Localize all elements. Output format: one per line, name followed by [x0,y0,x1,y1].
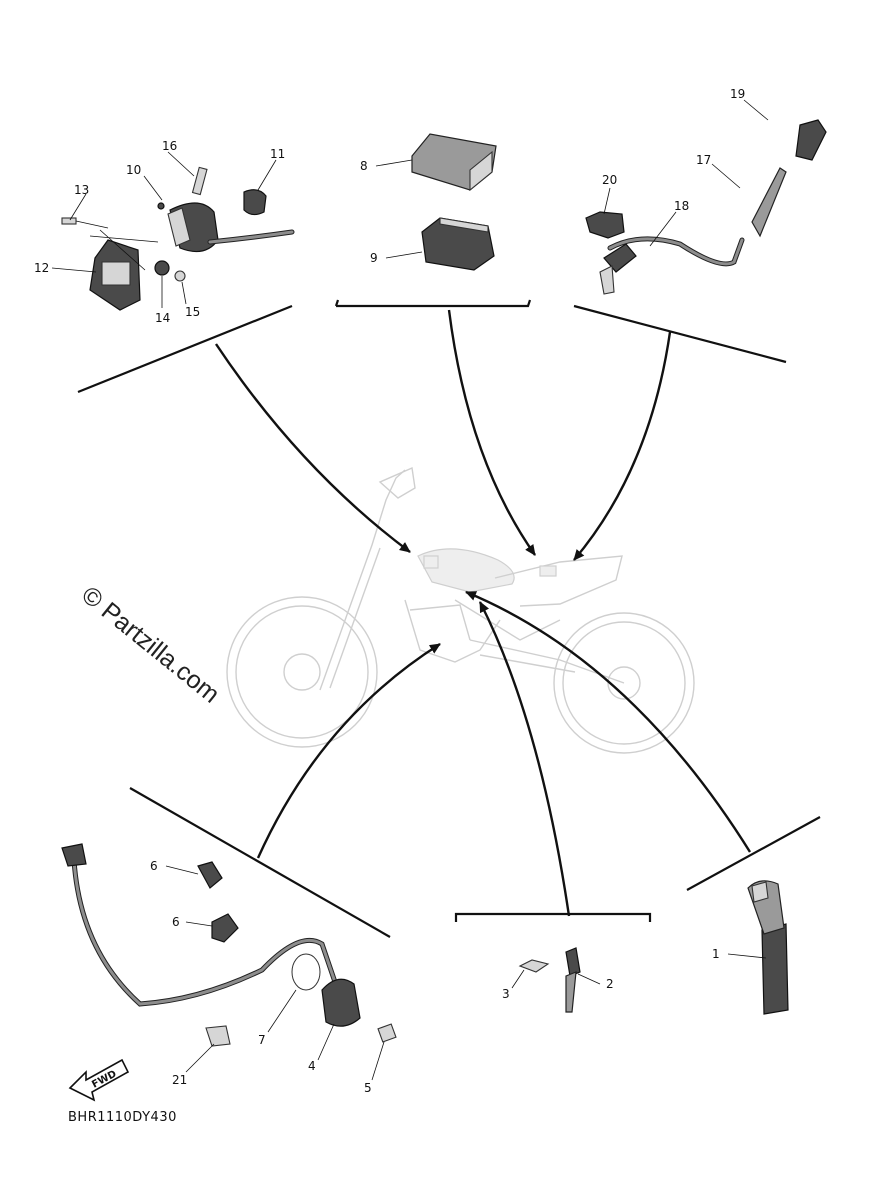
callout-9: 9 [370,251,378,265]
callout-13: 13 [74,183,89,197]
callout-14: 14 [155,311,170,325]
ignition-coil-group [747,880,789,1015]
callout-1: 1 [712,947,720,961]
callout-11: 11 [270,147,285,161]
callout-2: 2 [606,977,614,991]
callout-7: 7 [258,1033,266,1047]
sensor-lead-group [585,119,827,295]
callout-3: 3 [502,987,510,1001]
callout-4: 4 [308,1059,316,1073]
harness-group [61,843,397,1047]
callout-12: 12 [34,261,49,275]
callout-labels: 1 2 3 4 5 6 6 7 8 9 10 11 12 13 14 15 16… [34,87,745,1095]
callout-6a: 6 [150,859,158,873]
section-brackets [77,299,821,938]
callout-18: 18 [674,199,689,213]
ecu-group [411,133,497,271]
forward-direction-icon: FWD [68,1058,130,1102]
leader-lines [51,99,769,1081]
watermark-text: © Partzilla.com [76,581,225,709]
callout-6b: 6 [172,915,180,929]
diagram-code: BHR1110DY430 [68,1110,177,1125]
callout-21: 21 [172,1073,187,1087]
callout-5: 5 [364,1081,372,1095]
callout-15: 15 [185,305,200,319]
motorcycle-outline [226,466,695,754]
relay-bracket-group [61,166,295,311]
sensor-group [518,947,581,1013]
callout-10: 10 [126,163,141,177]
callout-8: 8 [360,159,368,173]
callout-19: 19 [730,87,745,101]
callout-17: 17 [696,153,711,167]
callout-20: 20 [602,173,617,187]
pointer-arrows [215,309,752,917]
callout-16: 16 [162,139,177,153]
